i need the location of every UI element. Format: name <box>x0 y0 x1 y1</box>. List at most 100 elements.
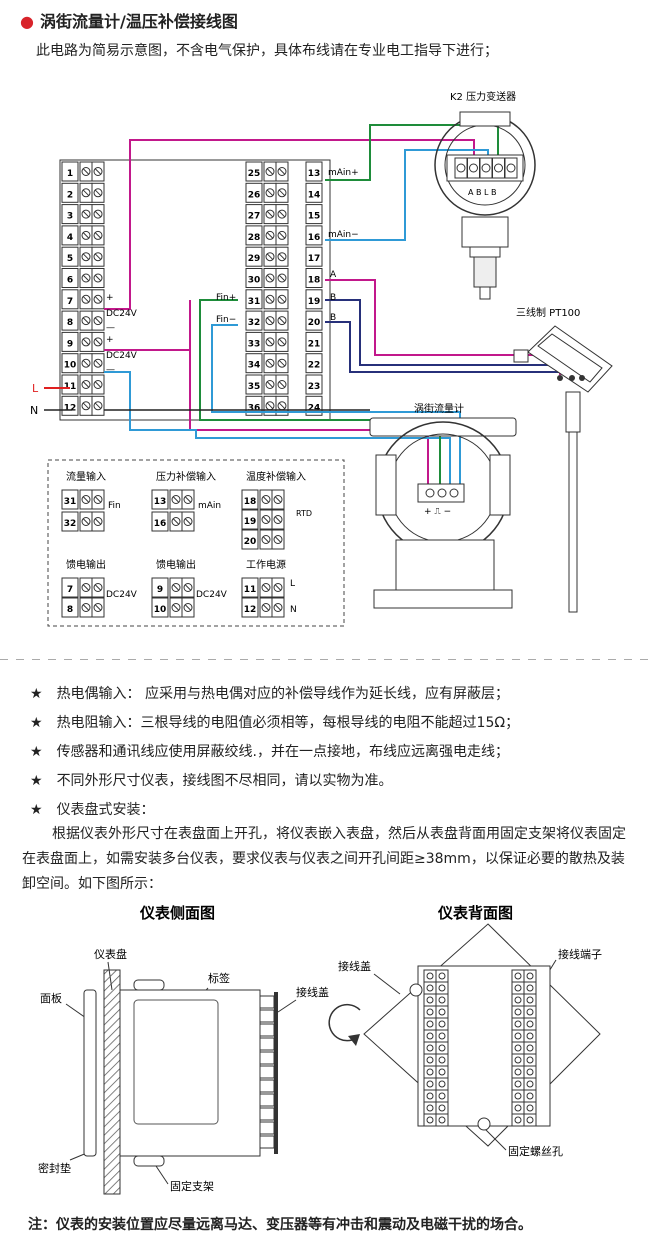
wire-fin-minus <box>211 324 461 488</box>
wire-24v-plus <box>104 139 475 310</box>
terminal-5: 5 <box>61 246 105 267</box>
back-terminal <box>511 981 525 995</box>
note-5: ★仪表盘式安装： <box>30 802 155 818</box>
side-face-label: 面板 <box>40 991 62 1005</box>
svg-text:12: 12 <box>64 403 77 413</box>
legend-power: 工作电源 <box>246 558 286 571</box>
side-label-label: 标签 <box>208 971 230 985</box>
vortex-label: 涡街流量计 <box>414 402 464 415</box>
wire-main-plus <box>325 124 499 181</box>
pt100-label: 三线制 PT100 <box>516 306 580 319</box>
legend: 流量输入 压力补偿输入 温度补偿输入 馈电输出 馈电输出 工作电源 <box>66 470 306 571</box>
svg-text:18: 18 <box>308 276 321 286</box>
label-a: A <box>330 270 337 280</box>
svg-text:17: 17 <box>308 254 321 264</box>
back-terminal <box>511 1041 525 1055</box>
terminal-27: 27 <box>245 204 289 225</box>
back-terminal-label: 接线端子 <box>558 947 602 961</box>
svg-text:32: 32 <box>248 318 261 328</box>
side-fin <box>259 1065 275 1079</box>
terminal-13: 13 <box>305 161 323 182</box>
svg-text:36: 36 <box>248 403 261 413</box>
note-1: ★热电偶输入： 应采用与热电偶对应的补偿导线作为延长线，应有屏蔽层； <box>30 686 510 702</box>
svg-text:11: 11 <box>244 585 257 595</box>
terminal-14: 14 <box>305 182 323 203</box>
note-4: ★不同外形尺寸仪表，接线图不尽相同，请以实物为准。 <box>30 773 393 789</box>
back-terminal <box>511 1089 525 1103</box>
legend-terminal-31: 31 <box>61 489 105 510</box>
back-terminal <box>511 993 525 1007</box>
back-terminal <box>423 981 437 995</box>
back-terminal <box>511 1101 525 1115</box>
svg-text:3: 3 <box>67 212 73 222</box>
footer-note: 注：仪表的安装位置应尽量远离马达、变压器等有冲击和震动及电磁干扰的场合。 <box>28 1217 532 1233</box>
back-terminal <box>423 1041 437 1055</box>
legend-pressure-in: 压力补偿输入 <box>156 470 216 483</box>
svg-text:18: 18 <box>244 497 257 507</box>
svg-text:13: 13 <box>308 169 321 179</box>
legend-terminal-9: 9 <box>151 577 195 598</box>
svg-text:12: 12 <box>244 605 257 615</box>
back-terminal <box>511 1029 525 1043</box>
side-fin <box>259 1051 275 1065</box>
terminal-8: 8 <box>61 310 105 331</box>
side-fin <box>259 1037 275 1051</box>
label-plus-2: + <box>106 335 114 345</box>
back-cover-label: 接线盖 <box>338 959 371 973</box>
terminal-11: 11 <box>61 374 105 395</box>
svg-text:10: 10 <box>154 605 167 615</box>
label-fin-minus: Fin− <box>216 315 236 325</box>
transmitter-label: K2 压力变送器 <box>450 90 516 103</box>
svg-text:6: 6 <box>67 276 73 286</box>
terminal-32: 32 <box>245 310 289 331</box>
svg-text:16: 16 <box>154 519 167 529</box>
legend-terminal-19: 19 <box>241 509 285 530</box>
note-2: ★热电阻输入：三根导线的电阻值必须相等，每根导线的电阻不能超过15Ω； <box>30 715 520 731</box>
terminal-15: 15 <box>305 204 323 225</box>
back-terminal <box>511 969 525 983</box>
svg-text:21: 21 <box>308 339 321 349</box>
svg-text:32: 32 <box>64 519 77 529</box>
legend-n: N <box>290 605 297 615</box>
back-terminal <box>423 1029 437 1043</box>
terminal-6: 6 <box>61 268 105 288</box>
svg-text:14: 14 <box>308 190 321 200</box>
side-panel-label: 仪表盘 <box>94 947 127 961</box>
label-main-minus: mAin− <box>328 230 359 240</box>
label-minus-1: — <box>106 323 115 333</box>
svg-text:24: 24 <box>308 403 321 413</box>
terminal-1: 1 <box>61 161 105 182</box>
svg-text:33: 33 <box>248 339 261 349</box>
label-fin-plus: Fin+ <box>216 293 236 303</box>
back-terminal <box>511 1065 525 1079</box>
wire-fin-plus <box>199 299 441 488</box>
svg-text:27: 27 <box>248 212 261 222</box>
side-seal-label: 密封垫 <box>38 1161 71 1175</box>
svg-text:13: 13 <box>154 497 167 507</box>
terminal-23: 23 <box>305 374 323 395</box>
side-view: 仪表盘 面板 标签 接线盖 密封垫 固定支架 <box>38 947 329 1195</box>
back-terminal <box>423 1017 437 1031</box>
terminal-20: 20 <box>305 310 323 331</box>
side-fin <box>259 1121 275 1135</box>
svg-text:23: 23 <box>308 382 321 392</box>
legend-main: mAin <box>198 501 221 511</box>
svg-text:26: 26 <box>248 190 261 200</box>
terminal-26: 26 <box>245 182 289 203</box>
legend-box <box>47 459 345 627</box>
svg-text:31: 31 <box>248 297 261 307</box>
terminal-33: 33 <box>245 331 289 352</box>
terminal-22: 22 <box>305 353 323 374</box>
side-fin <box>259 1009 275 1023</box>
terminal-34: 34 <box>245 353 289 374</box>
legend-flow-in: 流量输入 <box>66 470 106 483</box>
legend-terminal-18: 18 <box>241 489 285 510</box>
label-b2: B <box>330 313 336 323</box>
legend-temp-in: 温度补偿输入 <box>246 470 306 483</box>
legend-dc24v-2: DC24V <box>196 590 228 600</box>
label-main-plus: mAin+ <box>328 168 359 178</box>
side-fin <box>259 995 275 1009</box>
terminal-block-right: 2526272829303132333435361314151617181920… <box>245 161 323 416</box>
svg-text:29: 29 <box>248 254 261 264</box>
